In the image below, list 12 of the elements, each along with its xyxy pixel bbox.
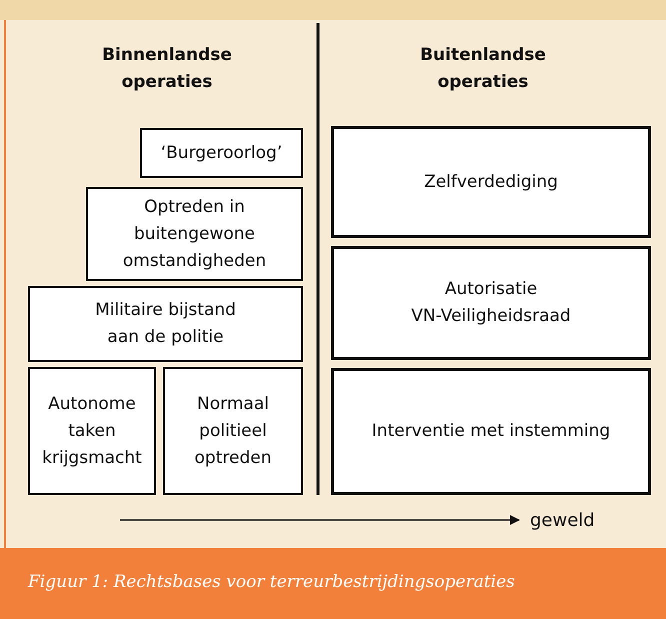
axis-label: geweld	[530, 509, 596, 533]
category-box: Interventie met instemming	[331, 368, 651, 495]
category-box: Autonome taken krijgsmacht	[28, 367, 156, 495]
column-heading: Buitenlandse operaties	[419, 44, 547, 94]
category-box: Militaire bijstand aan de politie	[28, 286, 303, 362]
column-heading: Binnenlandse operaties	[101, 44, 233, 94]
category-box: Zelfverdediging	[331, 126, 651, 238]
category-box: Normaal politieel optreden	[163, 367, 303, 495]
category-box: Optreden in buitengewone omstandigheden	[86, 187, 303, 281]
category-box: ‘Burgeroorlog’	[140, 128, 303, 178]
figure-caption: Figuur 1: Rechtsbases voor terreurbestrijdingsoperaties	[28, 572, 515, 592]
category-box: Autorisatie VN-Veiligheidsraad	[331, 246, 651, 360]
